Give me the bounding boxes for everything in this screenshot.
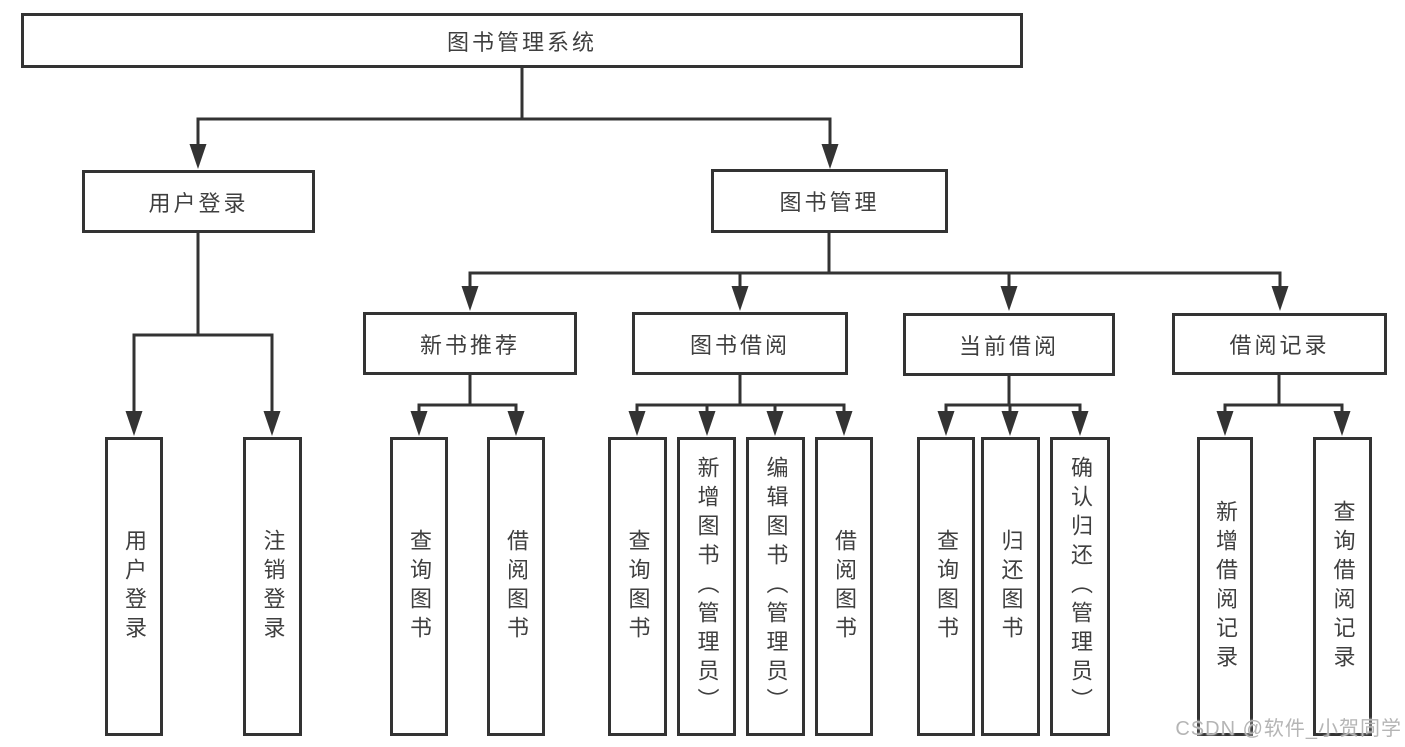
node-borrow-records-label: 借阅记录 (1229, 333, 1330, 358)
node-book-borrow-label: 图书借阅 (689, 332, 790, 358)
leaf-current-confirm-return: 确认归还（管理员） (1050, 437, 1110, 736)
leaf-borrow-borrow-books-label: 借阅图书 (832, 528, 857, 645)
leaf-recommend-borrow-books: 借阅图书 (487, 437, 545, 736)
node-borrow-records: 借阅记录 (1172, 313, 1387, 375)
leaf-recommend-query-books: 查询图书 (390, 437, 448, 736)
leaf-current-query-books: 查询图书 (917, 437, 975, 736)
node-book-management: 图书管理 (711, 169, 948, 233)
node-book-borrow: 图书借阅 (632, 312, 848, 375)
leaf-records-query-record: 查询借阅记录 (1313, 437, 1372, 736)
connector-root-bar (196, 117, 832, 144)
leaf-current-return-books: 归还图书 (981, 437, 1040, 736)
leaf-records-query-record-label: 查询借阅记录 (1330, 499, 1356, 674)
node-new-book-recommend-label: 新书推荐 (419, 332, 520, 358)
arrowheads (125, 144, 1351, 436)
node-current-borrow: 当前借阅 (903, 313, 1115, 376)
leaf-recommend-query-books-label: 查询图书 (407, 528, 432, 645)
connector-borrow-bar (635, 403, 846, 411)
connector-current-bar (944, 403, 1082, 411)
leaf-borrow-edit-books-label: 编辑图书（管理员） (763, 456, 789, 717)
leaf-borrow-query-books-label: 查询图书 (625, 528, 651, 645)
leaf-logout: 注销登录 (243, 437, 302, 736)
leaf-borrow-add-books-label: 新增图书（管理员） (694, 456, 720, 717)
leaf-current-confirm-return-label: 确认归还（管理员） (1068, 456, 1093, 717)
leaf-borrow-add-books: 新增图书（管理员） (677, 437, 736, 736)
connector-records-bar (1223, 403, 1344, 411)
leaf-records-add-record-label: 新增借阅记录 (1213, 499, 1238, 674)
connector-book-management-bar (468, 271, 1282, 286)
leaf-borrow-edit-books: 编辑图书（管理员） (746, 437, 805, 736)
leaf-logout-label: 注销登录 (260, 528, 286, 645)
node-root: 图书管理系统 (21, 13, 1023, 68)
csdn-watermark: CSDN @软件_小贺同学 (1175, 718, 1402, 740)
node-current-borrow-label: 当前借阅 (958, 333, 1059, 359)
leaf-recommend-borrow-books-label: 借阅图书 (504, 528, 529, 645)
leaf-current-return-books-label: 归还图书 (998, 528, 1024, 645)
leaf-borrow-query-books: 查询图书 (608, 437, 667, 736)
node-root-label: 图书管理系统 (446, 29, 597, 55)
leaf-user-login: 用户登录 (105, 437, 163, 736)
leaf-current-query-books-label: 查询图书 (934, 528, 959, 645)
node-book-management-label: 图书管理 (779, 190, 880, 215)
connector-user-login-bar (132, 333, 274, 411)
connector-recommend-bar (417, 403, 518, 411)
leaf-borrow-borrow-books: 借阅图书 (815, 437, 873, 736)
leaf-user-login-label: 用户登录 (122, 528, 147, 645)
node-user-login: 用户登录 (82, 170, 315, 233)
node-user-login-label: 用户登录 (148, 190, 249, 216)
node-new-book-recommend: 新书推荐 (363, 312, 577, 375)
leaf-records-add-record: 新增借阅记录 (1197, 437, 1253, 736)
